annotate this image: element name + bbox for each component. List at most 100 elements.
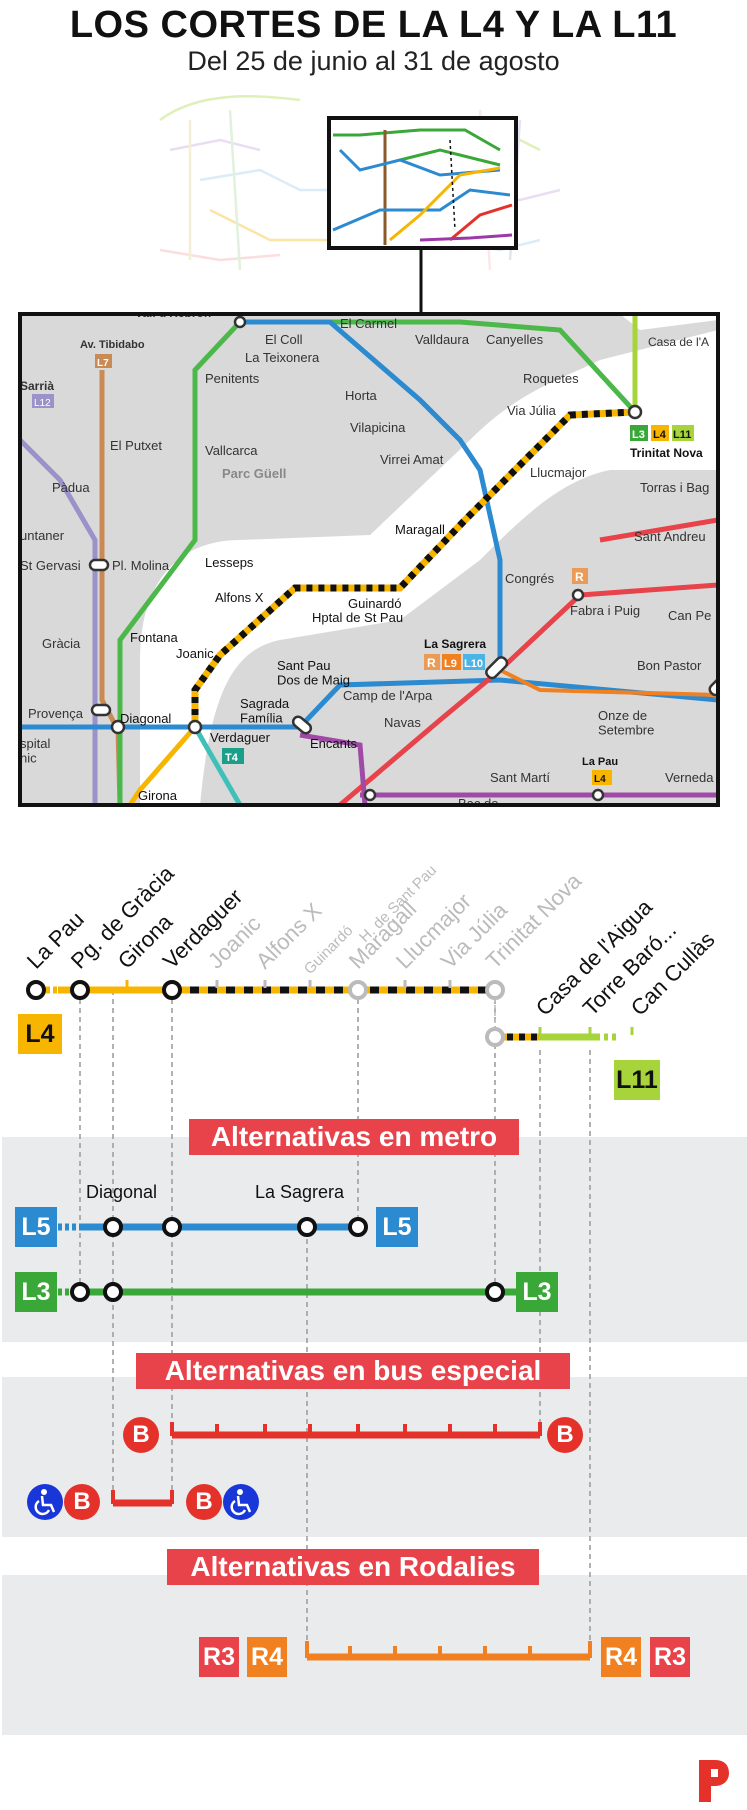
l11-badge: L11 bbox=[614, 1060, 660, 1100]
map-station bbox=[187, 719, 203, 735]
map-label: Vallcarca bbox=[205, 443, 258, 458]
map-label: R bbox=[575, 570, 584, 584]
map-label: Virrei Amat bbox=[380, 452, 444, 467]
map-label: Roquetes bbox=[523, 371, 579, 386]
map-label: L4 bbox=[653, 429, 667, 441]
map-station bbox=[90, 703, 112, 717]
map-label: Av. Tibidabo bbox=[80, 339, 145, 351]
map-label: Via Júlia bbox=[507, 403, 557, 418]
station-diagonal-l3 bbox=[103, 1282, 123, 1302]
station-la-sagrera bbox=[297, 1217, 317, 1237]
map-station bbox=[88, 558, 110, 572]
bus-alternatives-banner: Alternativas en bus especial bbox=[136, 1353, 570, 1389]
map-label: Fabra i Puig bbox=[570, 603, 640, 618]
map-badge-r bbox=[424, 654, 440, 670]
r4-badge-left: R4 bbox=[247, 1637, 287, 1677]
map-label: L7 bbox=[97, 358, 109, 369]
map-badge-l9 bbox=[442, 654, 461, 670]
l3-alt-line bbox=[55, 1282, 520, 1302]
bus-icon: B bbox=[123, 1417, 159, 1453]
map-label: Lesseps bbox=[205, 555, 254, 570]
inset-line-blue-2 bbox=[332, 188, 511, 232]
map-label: Hptal de St Pau bbox=[312, 610, 403, 625]
map-label: Verdaguer bbox=[210, 730, 271, 745]
map-line-l1 bbox=[20, 677, 718, 730]
map-line-l3 bbox=[117, 320, 242, 805]
map-label: Alfons X bbox=[215, 590, 264, 605]
map-label: Guinardó bbox=[348, 596, 401, 611]
l5-station-name: La Sagrera bbox=[255, 1182, 345, 1202]
metro-alternatives-section bbox=[2, 1137, 747, 1342]
map-white-corner bbox=[620, 314, 718, 330]
map-label: Gràcia bbox=[42, 636, 81, 651]
map-label: St Gervasi bbox=[20, 558, 81, 573]
map-label: L4 bbox=[594, 774, 606, 785]
bus-ticks bbox=[170, 1422, 542, 1436]
map-label: untaner bbox=[20, 528, 65, 543]
map-label: L3 bbox=[632, 429, 645, 441]
station-verdaguer-l5 bbox=[162, 1217, 182, 1237]
inset-line-purple bbox=[419, 233, 513, 242]
r3-badge-left: R3 bbox=[199, 1637, 239, 1677]
map-label: Maragall bbox=[395, 522, 445, 537]
map-label: Pàdua bbox=[52, 480, 90, 495]
bus-alt-line bbox=[111, 1422, 542, 1507]
r4-badge-right: R4 bbox=[601, 1637, 641, 1677]
map-badge-l10 bbox=[463, 654, 485, 670]
station-maragall-l5 bbox=[348, 1217, 368, 1237]
map-line-l2 bbox=[299, 732, 368, 805]
station-verdaguer bbox=[162, 980, 182, 1000]
map-badge-l12 bbox=[32, 394, 54, 408]
map-station bbox=[708, 674, 718, 697]
map-label: Horta bbox=[345, 388, 378, 403]
map-line-l4-south bbox=[127, 725, 197, 805]
map-label: El Putxet bbox=[110, 438, 162, 453]
r3-badge-right: R3 bbox=[650, 1637, 690, 1677]
l11-line bbox=[485, 998, 640, 1047]
map-labels: Vall d'Hebron El Carmel El Coll La Teixo… bbox=[20, 314, 714, 811]
map-label: R bbox=[427, 656, 436, 670]
bus-icon: B bbox=[547, 1417, 583, 1453]
map-line-purple bbox=[20, 438, 98, 805]
metro-alternatives-banner: Alternativas en metro bbox=[189, 1119, 519, 1155]
map-line-t4 bbox=[192, 725, 243, 805]
map-label: Joanic bbox=[176, 646, 214, 661]
l5-station-name: Diagonal bbox=[86, 1182, 157, 1202]
map-label: Verneda bbox=[665, 770, 714, 785]
map-label: L9 bbox=[444, 658, 457, 670]
map-badge-l7 bbox=[95, 354, 112, 368]
rodalies-ticks bbox=[305, 1641, 592, 1658]
rodalies-alt-line bbox=[305, 1641, 592, 1661]
overview-inset bbox=[327, 116, 518, 250]
bus-icon: B bbox=[186, 1484, 222, 1520]
map-label: Casa de l'A bbox=[648, 335, 709, 349]
overview-line bbox=[159, 248, 281, 262]
station-trinitat-nova-l3 bbox=[485, 1282, 505, 1302]
station-trinitat-nova bbox=[485, 980, 505, 1000]
station-pg-gracia bbox=[70, 980, 90, 1000]
station-la-pau bbox=[26, 980, 46, 1000]
l4-line bbox=[26, 980, 505, 1000]
overview-line bbox=[209, 208, 330, 242]
map-badge-t4 bbox=[222, 748, 244, 764]
map-label: Vilapicina bbox=[350, 420, 406, 435]
map-line-l5 bbox=[240, 319, 503, 660]
map-label: Llucmajor bbox=[530, 465, 587, 480]
bus-icon: B bbox=[64, 1484, 100, 1520]
map-station bbox=[485, 656, 509, 680]
map-label: Fontana bbox=[130, 630, 178, 645]
map-label: Bac de bbox=[458, 796, 498, 811]
station-maragall bbox=[348, 980, 368, 1000]
map-label: Can Pe bbox=[668, 608, 711, 623]
map-label: La Teixonera bbox=[245, 350, 320, 365]
map-station bbox=[591, 788, 605, 802]
map-label: L12 bbox=[34, 398, 51, 409]
overview-line bbox=[169, 138, 261, 152]
l3-badge-left: L3 bbox=[15, 1272, 57, 1312]
wheelchair-icon bbox=[223, 1484, 259, 1520]
map-label: Penitents bbox=[205, 371, 260, 386]
map-label: Sarrià bbox=[20, 379, 54, 393]
